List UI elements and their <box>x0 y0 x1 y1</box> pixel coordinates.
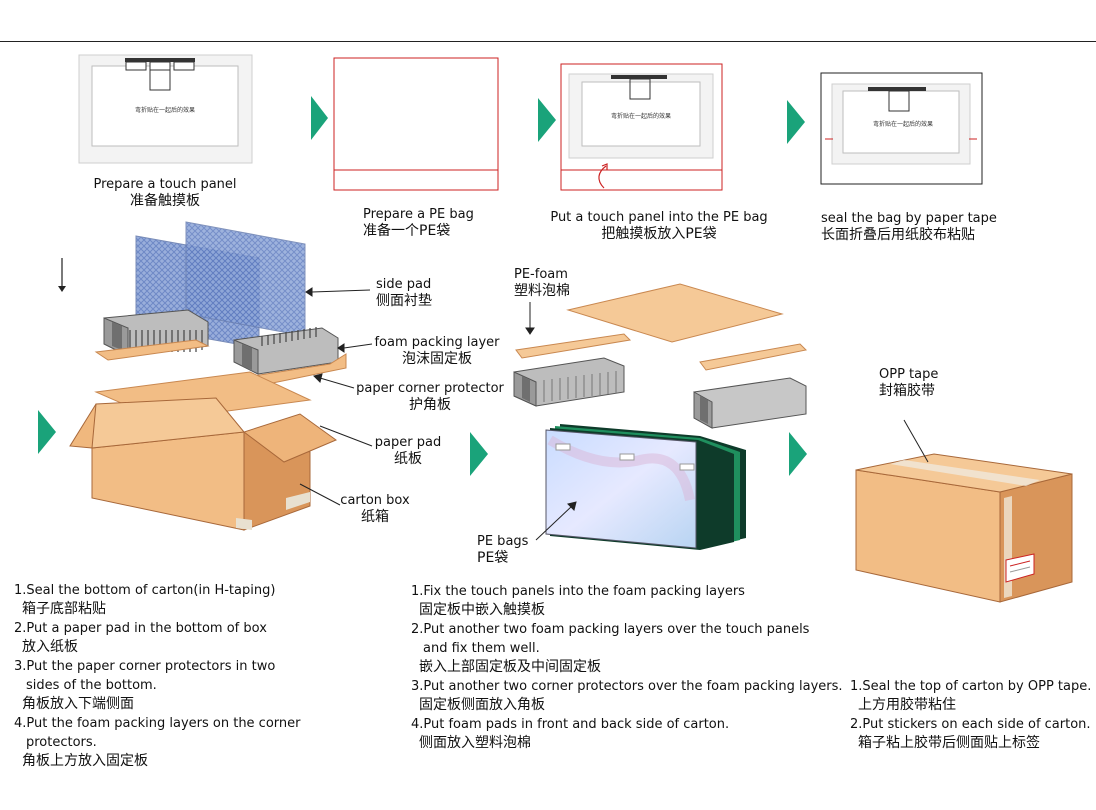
step4-label-cn: 长面折叠后用纸胶布粘贴 <box>821 227 975 243</box>
middle-foam-layers <box>513 357 807 429</box>
step-arrow-2 <box>538 98 556 142</box>
instructions-middle: 1.Fix the touch panels into the foam pac… <box>411 582 843 753</box>
instruction-left-4-cn: 角板上方放入固定板 <box>22 753 148 769</box>
step-arrow-5 <box>470 432 488 476</box>
header-rule <box>0 41 1096 42</box>
paper-pad-label: paper pad 纸板 <box>374 434 442 468</box>
step-arrows <box>38 96 807 476</box>
step1-label-cn: 准备触摸板 <box>130 193 200 209</box>
pe-bags-label-en: PE bags <box>477 534 529 549</box>
side-pad-label-en: side pad <box>376 277 432 292</box>
touch-panel-figure: 弯折贴在一起后的效果 <box>78 54 253 164</box>
carton-box-label: carton box 纸箱 <box>340 492 410 526</box>
pe-foam-label-en: PE-foam <box>514 267 568 282</box>
foam-layer-label: foam packing layer 泡沫固定板 <box>374 334 500 368</box>
corner-protector-label: paper corner protector 护角板 <box>356 380 504 414</box>
carton-box-figure <box>69 397 338 531</box>
instructions-left: 1.Seal the bottom of carton(in H-taping)… <box>14 581 300 771</box>
sealed-bag-figure: 弯折贴在一起后的效果 <box>820 72 983 185</box>
pe-foam-label: PE-foam 塑料泡棉 <box>514 266 570 300</box>
step4-label-en: seal the bag by paper tape <box>821 211 997 226</box>
instruction-left-4-en: 4.Put the foam packing layers on the cor… <box>14 716 301 731</box>
panel-caption: 弯折贴在一起后的效果 <box>135 106 195 114</box>
step1-label: Prepare a touch panel 准备触摸板 <box>90 176 240 210</box>
instruction-left-3-en: 3.Put the paper corner protectors in two <box>14 659 276 674</box>
down-arrow <box>58 258 66 292</box>
side-pad-label-cn: 侧面衬垫 <box>376 293 432 309</box>
paper-pad-label-en: paper pad <box>374 435 442 450</box>
pe-bags-label-cn: PE袋 <box>477 550 509 566</box>
instruction-left-1-en: 1.Seal the bottom of carton(in H-taping) <box>14 583 276 598</box>
panel-in-bag-figure: 弯折贴在一起后的效果 <box>560 63 723 191</box>
instruction-right-2-en: 2.Put stickers on each side of carton. <box>850 717 1091 732</box>
carton-box-label-cn: 纸箱 <box>361 509 389 525</box>
instruction-left-2-cn: 放入纸板 <box>22 639 78 655</box>
sealed-carton-figure <box>855 453 1073 603</box>
instruction-middle-2-en-cont: and fix them well. <box>423 641 540 656</box>
pe-foam-sheet <box>566 283 784 343</box>
opp-tape-label-en: OPP tape <box>879 367 939 382</box>
pe-bags-label: PE bags PE袋 <box>477 533 528 567</box>
leader-arrowhead <box>305 287 313 297</box>
leader-lines-middle <box>525 302 577 541</box>
instruction-middle-2-en: 2.Put another two foam packing layers ov… <box>411 622 810 637</box>
instruction-middle-2-cn: 嵌入上部固定板及中间固定板 <box>419 659 601 675</box>
step2-label: Prepare a PE bag 准备一个PE袋 <box>363 206 474 240</box>
instruction-left-2-en: 2.Put a paper pad in the bottom of box <box>14 621 267 636</box>
instruction-right-1-en: 1.Seal the top of carton by OPP tape. <box>850 679 1092 694</box>
pe-foam-label-cn: 塑料泡棉 <box>514 283 570 299</box>
step2-label-en: Prepare a PE bag <box>363 207 474 222</box>
step-arrow-4 <box>38 410 56 454</box>
instruction-middle-3-cn: 固定板侧面放入角板 <box>419 697 545 713</box>
instruction-right-2-cn: 箱子粘上胶带后侧面贴上标签 <box>858 735 1040 751</box>
middle-corner-protectors <box>515 333 808 371</box>
step3-label-cn: 把触摸板放入PE袋 <box>601 226 717 242</box>
opp-tape-label-cn: 封箱胶带 <box>879 383 935 399</box>
corner-protector-label-en: paper corner protector <box>356 381 504 396</box>
instruction-middle-4-cn: 侧面放入塑料泡棉 <box>419 735 531 751</box>
instruction-left-1-cn: 箱子底部粘贴 <box>22 601 106 617</box>
instruction-left-3-cn: 角板放入下端侧面 <box>22 696 134 712</box>
step1-label-en: Prepare a touch panel <box>93 177 237 192</box>
carton-box-label-en: carton box <box>340 493 410 508</box>
step4-label: seal the bag by paper tape 长面折叠后用纸胶布粘贴 <box>821 210 997 244</box>
leader-lines-left <box>299 287 373 506</box>
foam-layer-label-cn: 泡沫固定板 <box>402 351 472 367</box>
panel-caption: 弯折贴在一起后的效果 <box>611 112 671 120</box>
step3-label: Put a touch panel into the PE bag 把触摸板放入… <box>548 209 770 243</box>
panel-caption: 弯折贴在一起后的效果 <box>873 120 933 128</box>
instruction-right-1-cn: 上方用胶带粘住 <box>858 697 956 713</box>
corner-protector-label-cn: 护角板 <box>409 397 451 413</box>
instruction-middle-1-en: 1.Fix the touch panels into the foam pac… <box>411 584 745 599</box>
pe-bags-stack <box>545 424 746 550</box>
paper-pad-label-cn: 纸板 <box>394 451 422 467</box>
instruction-middle-4-en: 4.Put foam pads in front and back side o… <box>411 717 730 732</box>
side-pad-label: side pad 侧面衬垫 <box>376 276 432 310</box>
step3-label-en: Put a touch panel into the PE bag <box>550 210 768 225</box>
instruction-middle-1-cn: 固定板中嵌入触摸板 <box>419 602 545 618</box>
foam-layer-label-en: foam packing layer <box>374 335 500 350</box>
step-arrow-1 <box>311 96 328 140</box>
instruction-left-4-en-cont: protectors. <box>26 735 97 750</box>
step2-label-cn: 准备一个PE袋 <box>363 223 451 239</box>
pe-bag-figure <box>333 57 499 191</box>
instruction-middle-3-en: 3.Put another two corner protectors over… <box>411 679 843 694</box>
step-arrow-3 <box>787 100 805 144</box>
instructions-right: 1.Seal the top of carton by OPP tape. 上方… <box>850 677 1091 753</box>
opp-tape-label: OPP tape 封箱胶带 <box>879 366 938 400</box>
instruction-left-3-en-cont: sides of the bottom. <box>26 678 157 693</box>
leader-lines-right <box>903 419 929 463</box>
step-arrow-6 <box>789 432 807 476</box>
